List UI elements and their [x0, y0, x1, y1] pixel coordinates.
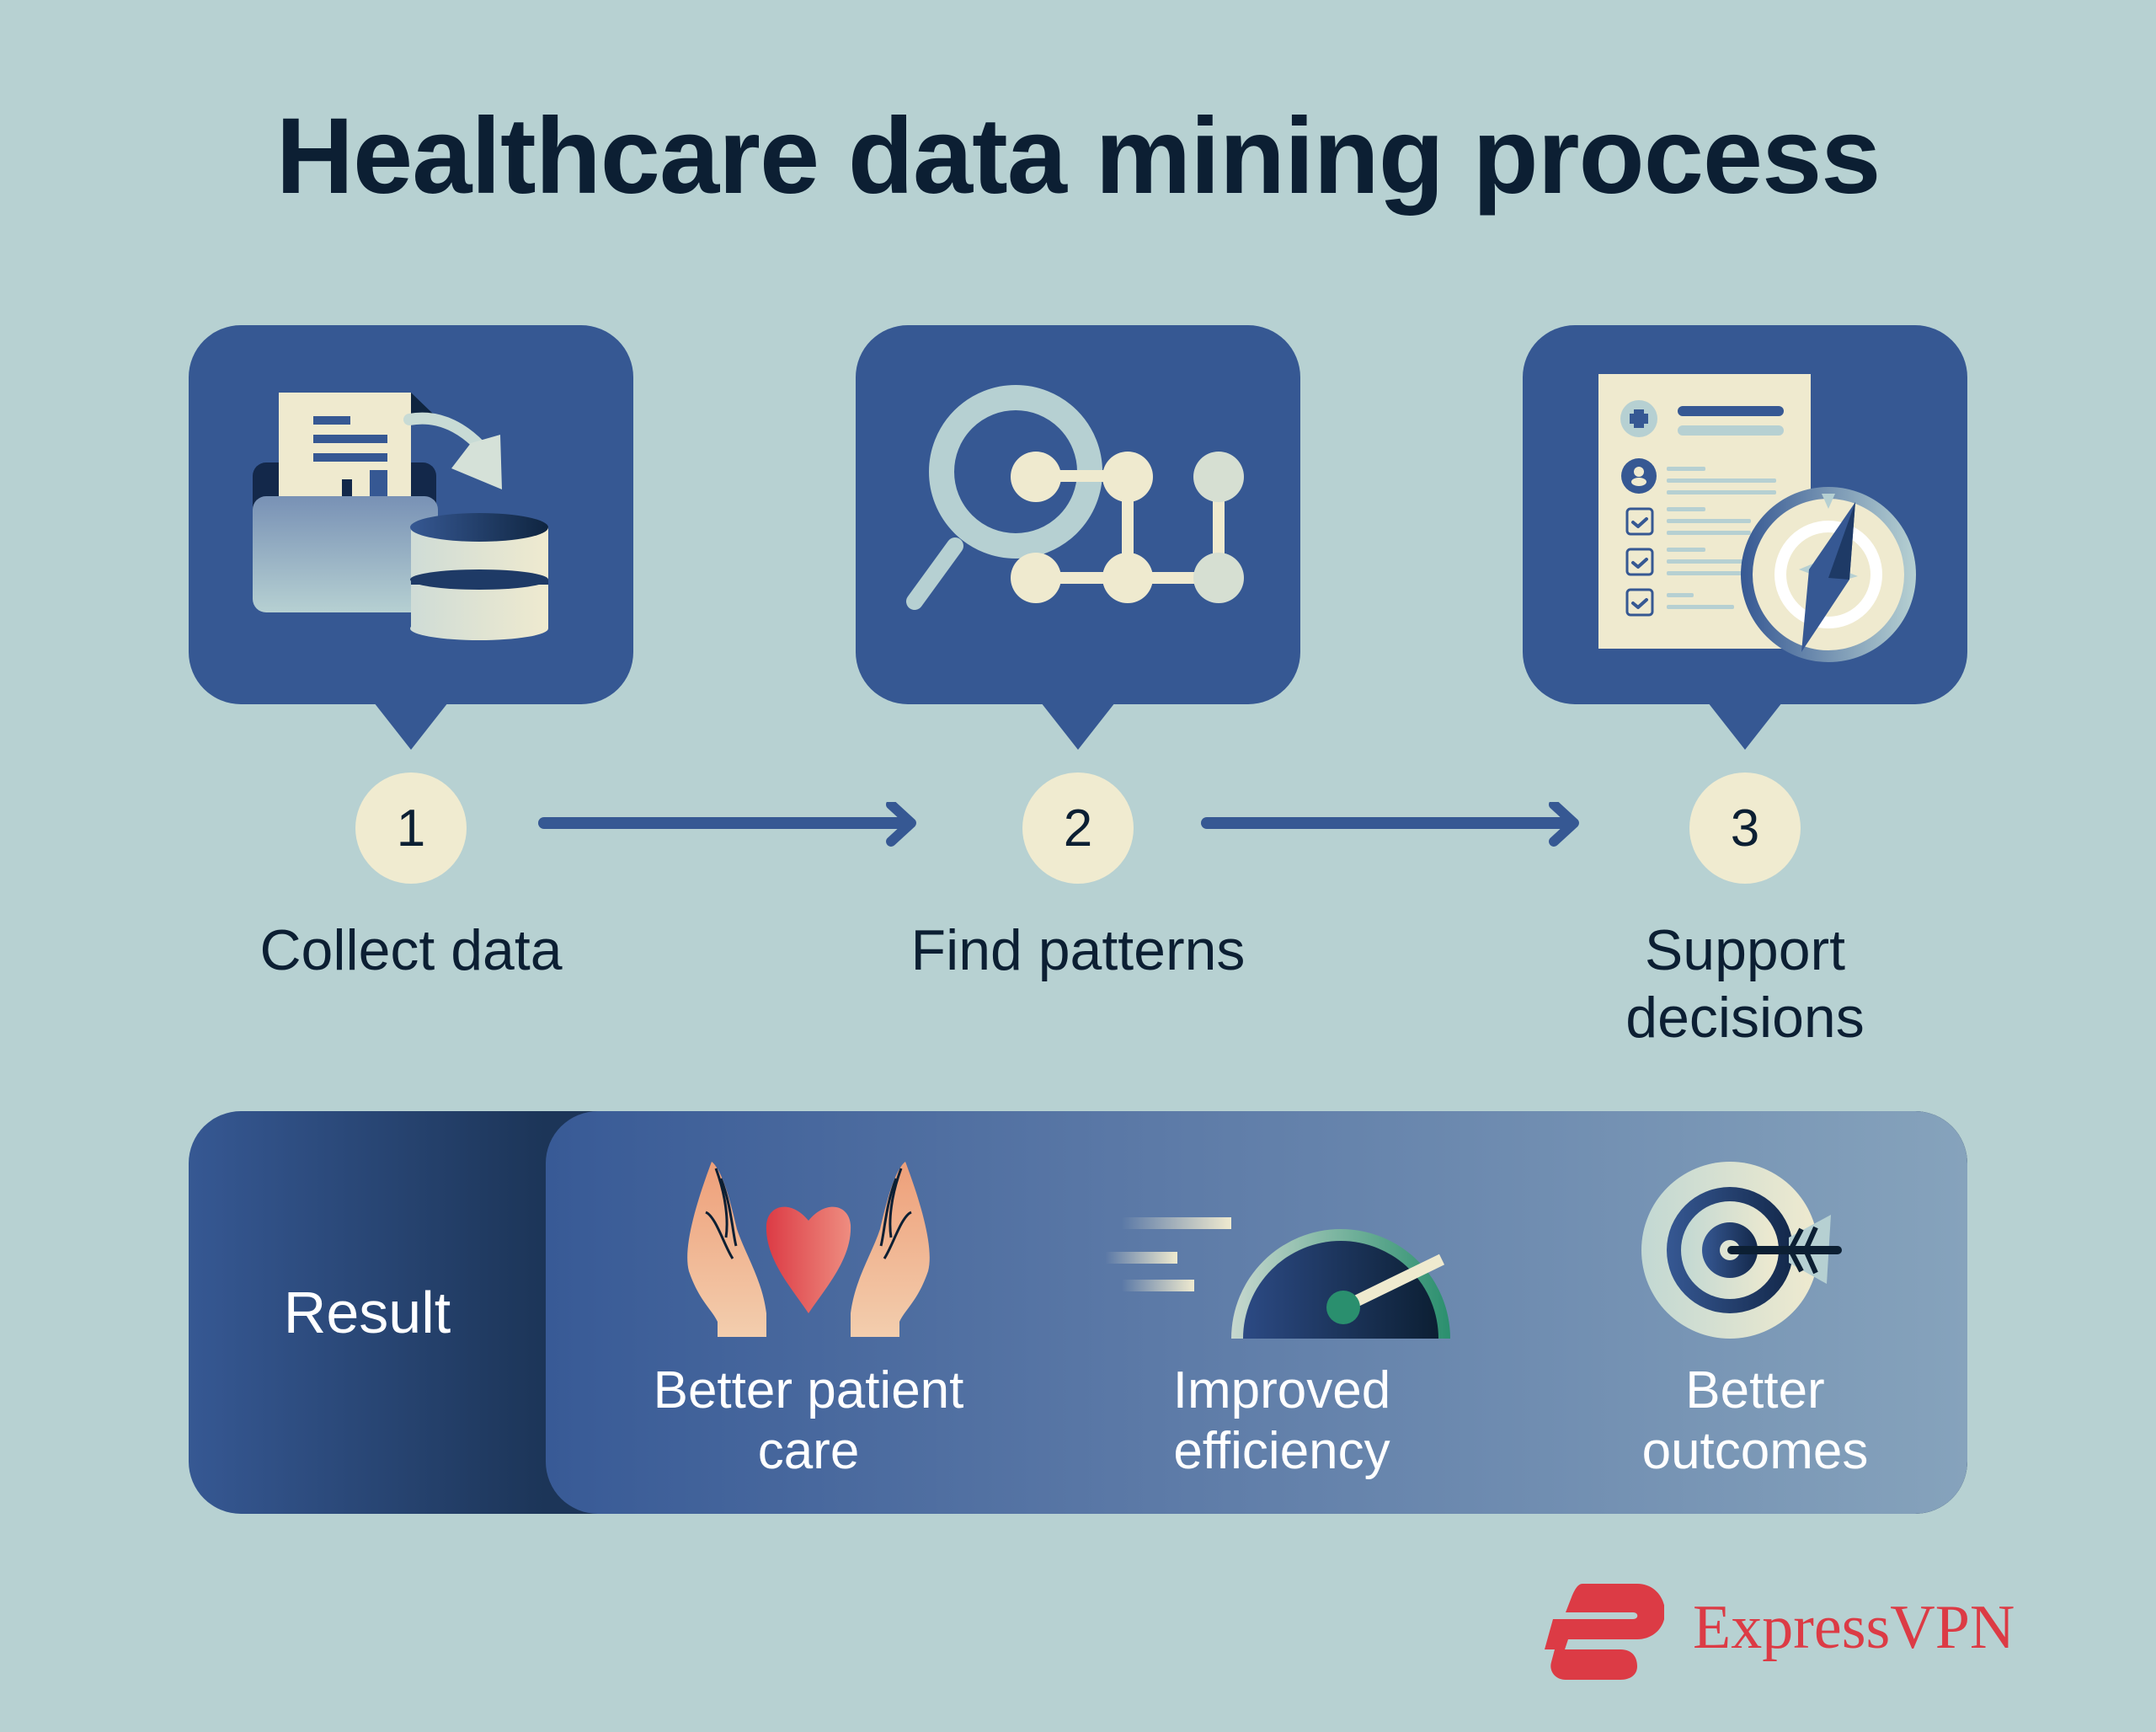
- step-1-bubble: [189, 325, 633, 750]
- result-band: Result Better patient care: [189, 1111, 1967, 1514]
- target-arrow-icon: [1641, 1162, 1842, 1339]
- hands-heart-icon: [687, 1162, 930, 1337]
- result-item-label: Improved efficiency: [1172, 1361, 1391, 1480]
- step-3-number: 3: [1689, 772, 1801, 884]
- checklist-compass-icon: [1598, 374, 1916, 662]
- step-2-number: 2: [1022, 772, 1134, 884]
- step-2-bubble: [856, 325, 1300, 750]
- page-title: Healthcare data mining process: [275, 96, 1881, 216]
- step-1-number: 1: [355, 772, 467, 884]
- step-2-label: Find patterns: [910, 918, 1246, 982]
- result-item-label: Better patient care: [653, 1361, 964, 1480]
- arrow-right-icon: [1201, 802, 1579, 847]
- expressvpn-logo-icon: [1545, 1584, 1664, 1680]
- arrow-right-icon: [538, 802, 916, 847]
- step-3-label: Support decisions: [1625, 918, 1865, 1050]
- magnifier-network-icon: [906, 385, 1244, 610]
- folder-database-icon: [253, 393, 548, 640]
- step-1-label: Collect data: [259, 918, 563, 982]
- result-label: Result: [283, 1280, 451, 1345]
- brand-name: ExpressVPN: [1693, 1593, 2015, 1662]
- result-item-label: Better outcomes: [1641, 1361, 1869, 1480]
- result-item-outcomes: Better outcomes: [1561, 1111, 1949, 1514]
- speedometer-icon: [1105, 1217, 1450, 1339]
- result-item-efficiency: Improved efficiency: [1088, 1111, 1476, 1514]
- step-3-bubble: [1523, 325, 1967, 750]
- result-item-patient-care: Better patient care: [615, 1111, 1002, 1514]
